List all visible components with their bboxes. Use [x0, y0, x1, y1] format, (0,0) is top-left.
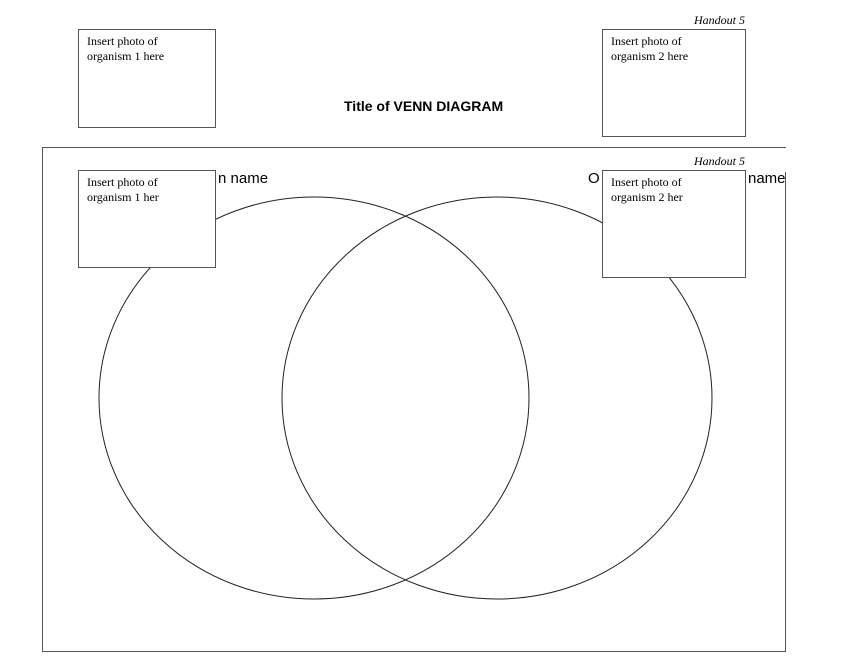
venn-circle-organism-2[interactable]: [281, 196, 713, 600]
handout-label-middle: Handout 5: [694, 154, 745, 168]
organism-1-name-label[interactable]: n name: [218, 170, 269, 187]
venn-diagram-title[interactable]: Title of VENN DIAGRAM: [344, 98, 504, 114]
photo-placeholder-line-1: Insert photo of: [611, 175, 682, 189]
organism-2-name-label-prefix[interactable]: O: [588, 170, 600, 187]
photo-placeholder-organism-2-top[interactable]: Insert photo of organism 2 here: [602, 29, 746, 137]
photo-placeholder-organism-1-overlay[interactable]: Insert photo of organism 1 her: [78, 170, 216, 268]
venn-diagram-frame-right-edge: [785, 172, 786, 652]
photo-placeholder-line-2: organism 1 here: [87, 49, 165, 63]
photo-placeholder-line-1: Insert photo of: [87, 34, 158, 48]
photo-placeholder-line-2: organism 1 her: [87, 190, 159, 204]
photo-placeholder-line-2: organism 2 here: [611, 49, 689, 63]
venn-diagram-frame: [42, 147, 786, 652]
photo-placeholder-line-1: Insert photo of: [611, 34, 682, 48]
photo-placeholder-organism-2-overlay[interactable]: Insert photo of organism 2 her: [602, 170, 746, 278]
venn-circle-organism-1[interactable]: [98, 196, 530, 600]
photo-placeholder-line-1: Insert photo of: [87, 175, 158, 189]
organism-2-name-label-suffix[interactable]: name: [748, 170, 786, 187]
handout-label-top: Handout 5: [694, 13, 745, 27]
photo-placeholder-line-2: organism 2 her: [611, 190, 683, 204]
photo-placeholder-organism-1-top[interactable]: Insert photo of organism 1 here: [78, 29, 216, 128]
